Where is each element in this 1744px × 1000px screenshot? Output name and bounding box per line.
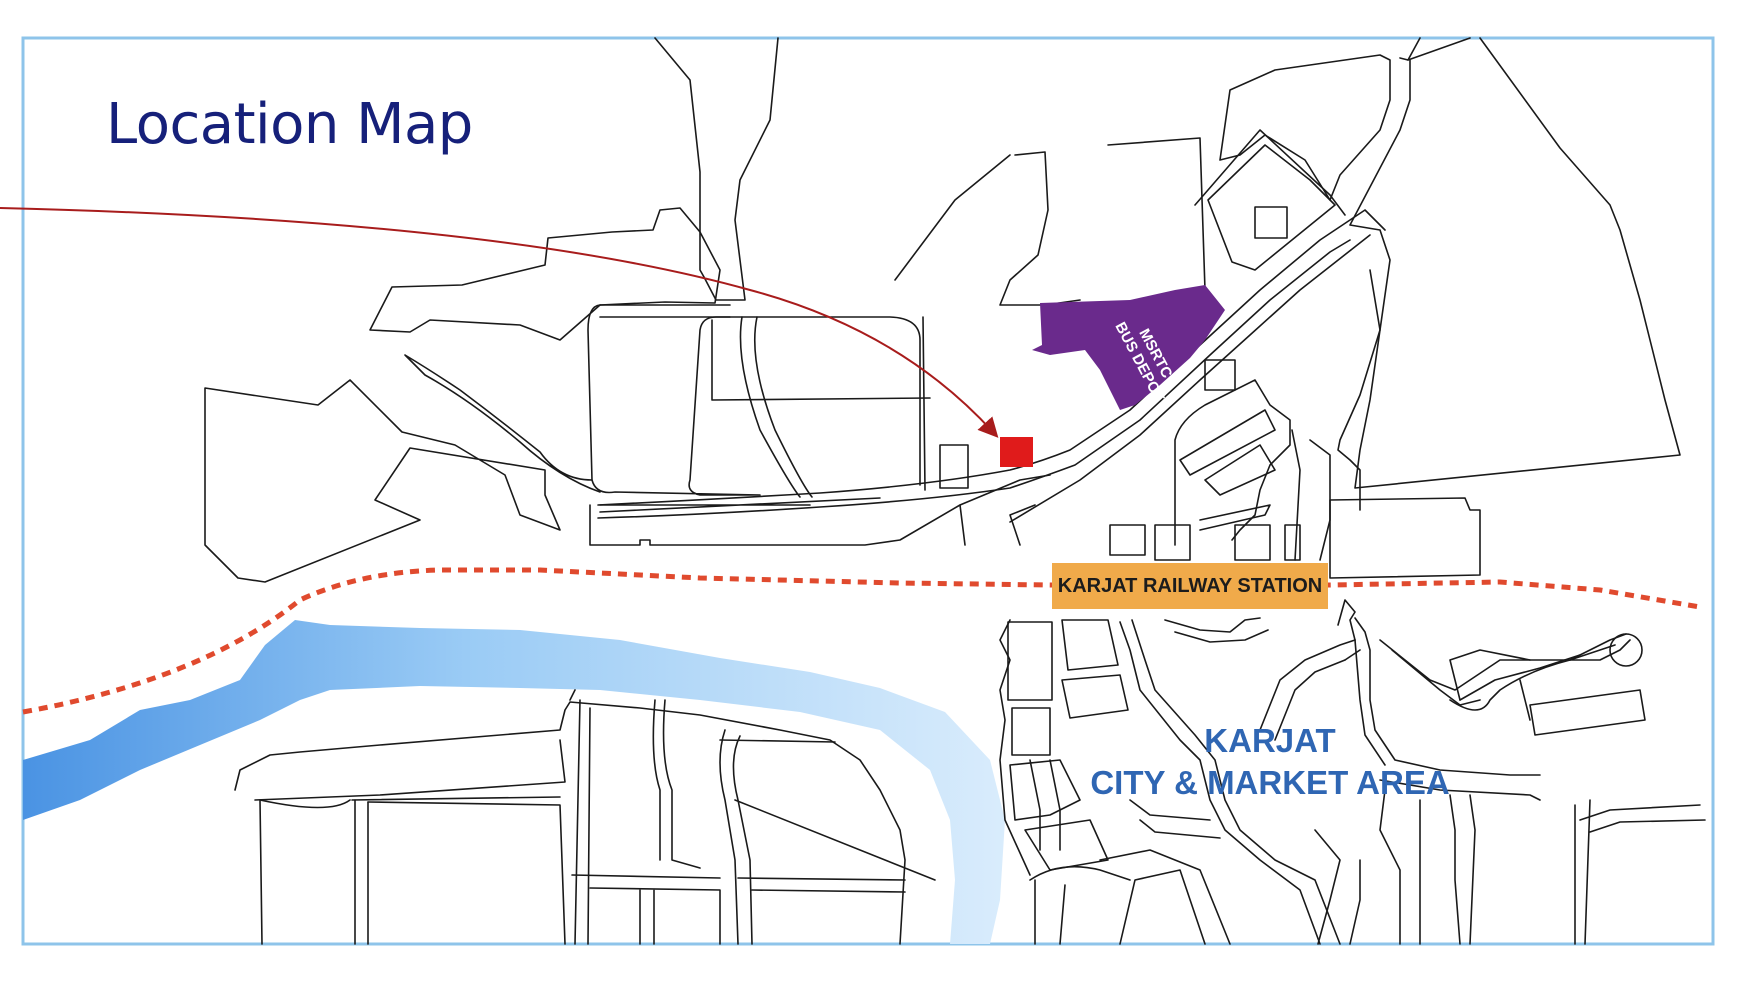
parcel [1354, 37, 1681, 489]
parcel [204, 379, 561, 583]
road [1029, 865, 1131, 945]
map-title: Location Map [106, 92, 473, 157]
road [1379, 779, 1541, 945]
road [999, 619, 1031, 876]
road [599, 497, 881, 513]
parcel [939, 444, 969, 489]
road [1354, 617, 1541, 776]
road [1194, 129, 1346, 216]
parcel [1529, 689, 1646, 736]
road [1449, 794, 1476, 945]
road [404, 354, 601, 493]
road [1259, 639, 1356, 741]
road [1029, 759, 1061, 851]
road [959, 504, 966, 546]
parcel [1154, 524, 1191, 561]
parcel [999, 151, 1081, 306]
road [1129, 799, 1221, 839]
parcel [1291, 429, 1331, 561]
site-marker-icon [1000, 437, 1033, 467]
parcel [711, 319, 931, 401]
parcel [1174, 379, 1291, 546]
road [737, 877, 906, 893]
road [1131, 619, 1341, 945]
road [574, 699, 591, 945]
parcel [1254, 206, 1288, 239]
city-label-line1: KARJAT [1204, 722, 1336, 759]
city-area-label: KARJAT CITY & MARKET AREA [1080, 720, 1460, 804]
road [599, 304, 731, 318]
city-label-line2: CITY & MARKET AREA [1090, 764, 1450, 801]
parcel [1107, 137, 1206, 301]
parcel [1219, 54, 1391, 201]
road [1459, 654, 1581, 721]
road [1449, 644, 1616, 711]
road [1009, 234, 1371, 523]
road [1574, 799, 1706, 945]
parcel [1007, 621, 1053, 701]
railway-line [22, 567, 1701, 715]
parcel [1024, 819, 1109, 871]
bus-depot [1032, 285, 1225, 410]
parcel [1204, 359, 1236, 391]
road [597, 239, 1351, 519]
parcel [1011, 707, 1051, 756]
parcel [1234, 524, 1271, 561]
road [1164, 617, 1269, 643]
parcel [369, 207, 721, 341]
road [587, 304, 921, 496]
parcel [1061, 619, 1119, 671]
railway-station-label: KARJAT RAILWAY STATION [1052, 563, 1328, 609]
curved-arrow-icon [0, 207, 999, 438]
parcel [1109, 524, 1146, 556]
road [719, 739, 936, 881]
road [1449, 633, 1627, 701]
road [1337, 599, 1361, 661]
road [739, 316, 813, 498]
river [23, 620, 1005, 944]
map-frame [21, 36, 1715, 946]
parcel [1009, 759, 1081, 821]
parcel [1284, 524, 1301, 561]
road [1119, 621, 1321, 945]
parcel [1061, 674, 1129, 719]
parcel [1204, 444, 1276, 496]
road [569, 689, 701, 869]
parcel [894, 154, 1011, 281]
parcel [654, 37, 779, 301]
parcel [1337, 37, 1421, 511]
road [1314, 829, 1361, 945]
road [589, 474, 1051, 546]
road [1099, 849, 1231, 945]
road [1207, 144, 1336, 271]
road [922, 316, 926, 491]
road [259, 799, 369, 945]
road [719, 729, 753, 945]
road [234, 701, 906, 945]
parcel [1199, 504, 1271, 531]
road [571, 874, 721, 945]
parcel [1179, 409, 1276, 476]
road [254, 739, 566, 801]
road [597, 209, 1386, 506]
parcel [1329, 497, 1481, 579]
road [1379, 639, 1631, 706]
road [351, 796, 566, 945]
